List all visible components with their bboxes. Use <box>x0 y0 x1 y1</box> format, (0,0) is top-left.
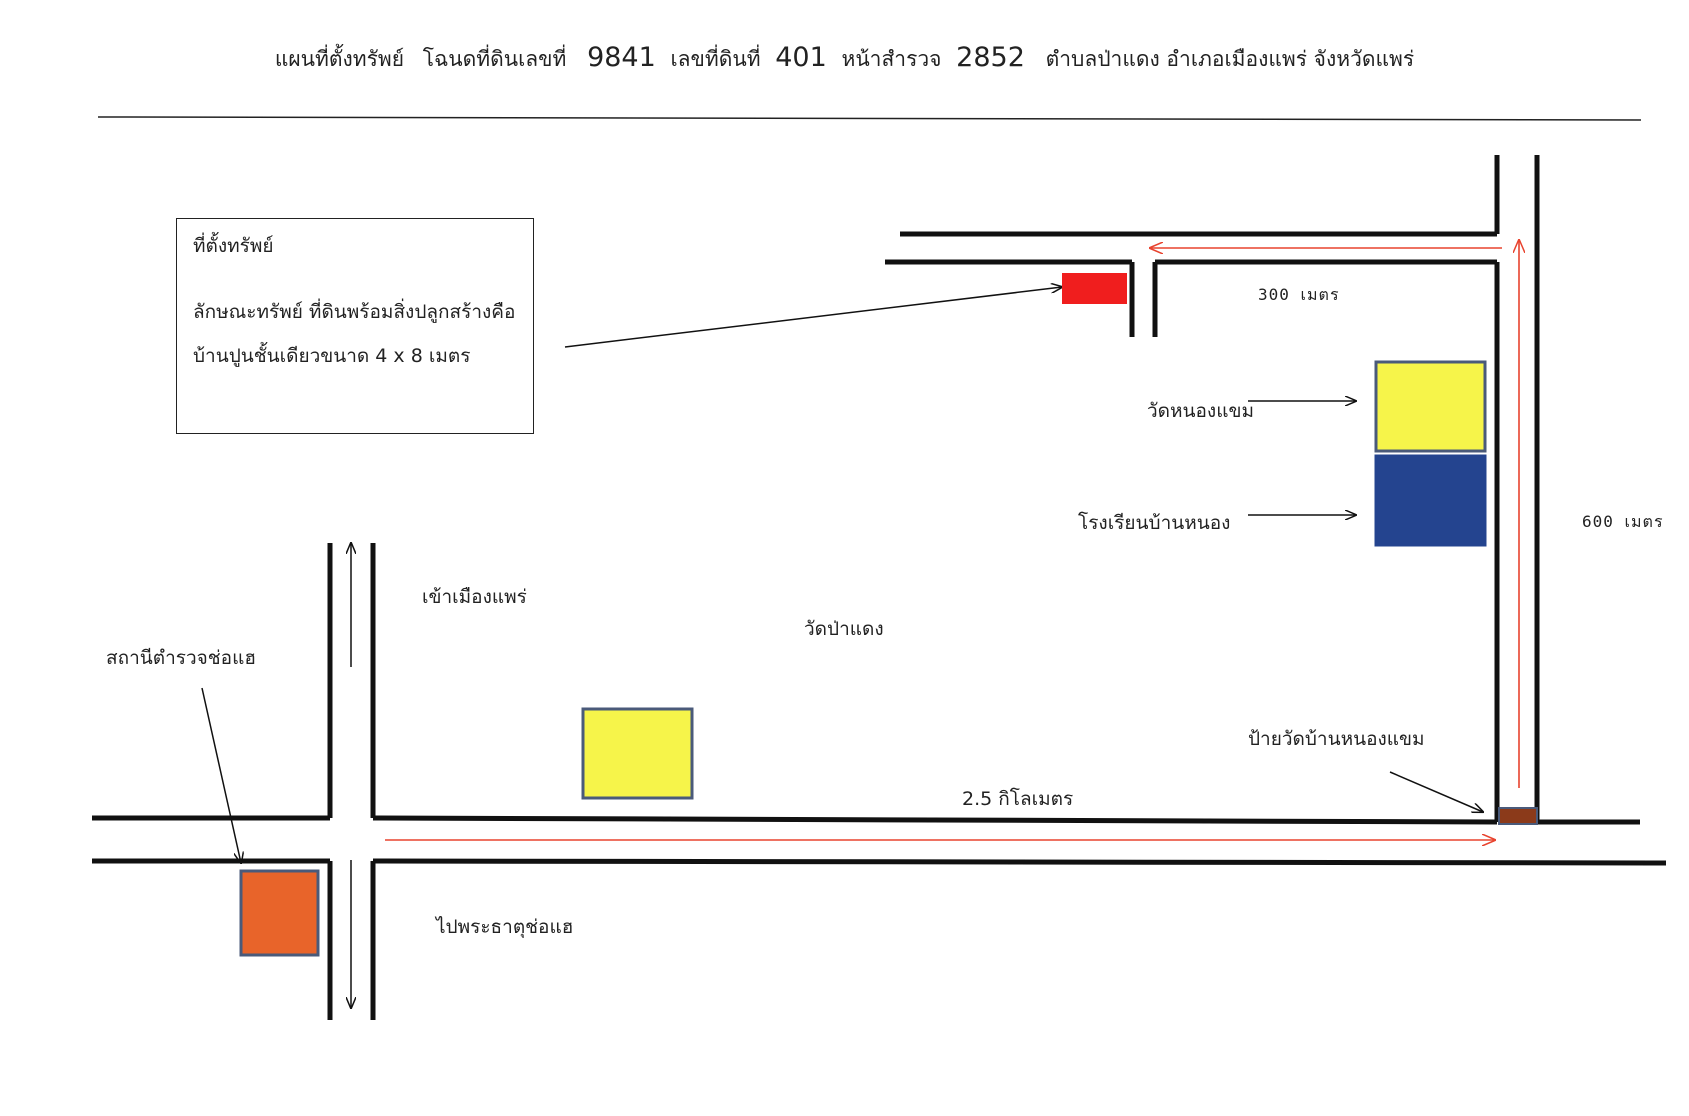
title-deed-label: โฉนดที่ดินเลขที่ <box>422 47 567 71</box>
title-survey-number: 2852 <box>956 42 1025 73</box>
school-building <box>1374 454 1487 547</box>
title-location: ตำบลป่าแดง อำเภอเมืองแพร่ จังหวัดแพร่ <box>1045 47 1415 71</box>
side-road <box>1494 155 1540 822</box>
header-divider <box>97 116 1642 121</box>
sign-marker <box>1498 807 1538 825</box>
info-box-title: ที่ตั้งทรัพย์ <box>193 235 274 257</box>
info-box-line-2: บ้านปูนชั้นเดียวขนาด 4 x 8 เมตร <box>193 345 471 367</box>
label-distance-main: 2.5 กิโลเมตร <box>962 788 1074 810</box>
title-land-number: 401 <box>775 42 827 73</box>
label-school: โรงเรียนบ้านหนอง <box>1078 512 1231 534</box>
wat-pa-daeng-building <box>581 707 694 800</box>
sign-arrow-icon <box>1389 771 1483 812</box>
police-station-building <box>239 869 320 957</box>
label-wat-pa-daeng: วัดป่าแดง <box>804 618 884 640</box>
main-road <box>92 815 1667 866</box>
title-deed-number: 9841 <box>587 42 656 73</box>
wat-nong-khaem-building <box>1374 360 1487 453</box>
label-sign: ป้ายวัดบ้านหนองแขม <box>1248 728 1425 750</box>
label-to-phrae: เข้าเมืองแพร่ <box>422 586 527 608</box>
map-title: แผนที่ตั้งทรัพย์ โฉนดที่ดินเลขที่ 9841 เ… <box>0 42 1689 76</box>
title-land-label: เลขที่ดินที่ <box>670 47 761 71</box>
property-marker <box>1062 273 1127 304</box>
label-to-phrathat: ไปพระธาตุช่อแฮ <box>436 916 574 938</box>
title-survey-label: หน้าสำรวจ <box>841 47 942 71</box>
route-line <box>385 240 1519 840</box>
info-box-line-1: ลักษณะทรัพย์ ที่ดินพร้อมสิ่งปลูกสร้างคือ <box>193 301 516 323</box>
label-distance-600: 600 เมตร <box>1582 512 1664 531</box>
title-prefix: แผนที่ตั้งทรัพย์ <box>274 47 405 71</box>
label-wat-nong-khaem: วัดหนองแขม <box>1147 400 1254 422</box>
cross-road <box>327 543 376 1020</box>
property-info-box: ที่ตั้งทรัพย์ ลักษณะทรัพย์ ที่ดินพร้อมสิ… <box>176 218 534 434</box>
info-pointer-arrow-icon <box>564 287 1062 348</box>
label-distance-300: 300 เมตร <box>1258 285 1340 304</box>
lane-road <box>885 231 1497 337</box>
label-police-station: สถานีตำรวจช่อแฮ <box>106 647 256 669</box>
police-arrow-icon <box>201 687 241 863</box>
